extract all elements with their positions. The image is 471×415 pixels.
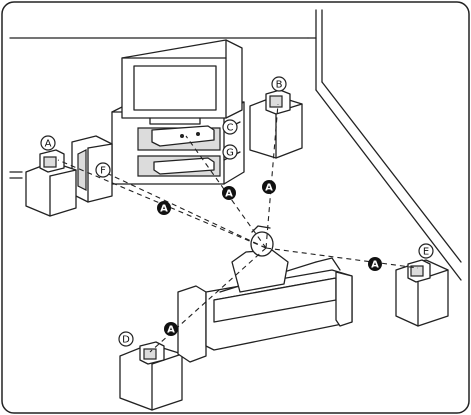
svg-text:D: D [122,335,130,346]
listener [231,225,289,293]
rear-right-speaker [395,259,449,327]
distance-marker-a-3: A [262,180,276,194]
svg-text:B: B [276,80,283,91]
front-left-speaker [25,149,77,217]
speaker-label-f: F [95,162,111,178]
svg-text:C: C [227,123,234,134]
speaker-label-g: G [222,144,238,160]
svg-text:A: A [160,204,168,215]
center-speaker [151,125,215,147]
svg-text:G: G [226,148,234,159]
svg-text:A: A [45,139,52,150]
speaker-label-b: B [271,76,287,92]
distance-marker-a-4: A [368,257,382,271]
distance-marker-a-5: A [164,322,178,336]
distance-marker-a-2: A [222,186,236,200]
speaker-label-c: C [222,119,238,135]
svg-text:A: A [225,189,233,200]
speaker-label-e: E [418,243,434,259]
svg-text:A: A [167,325,175,336]
distance-marker-a-1: A [157,201,171,215]
rear-left-speaker [119,341,183,411]
room-walls [9,9,462,281]
receiver-unit [153,157,215,175]
speaker-label-a: A [40,135,56,151]
speaker-label-d: D [118,331,134,347]
svg-text:A: A [371,260,379,271]
television [121,39,243,125]
svg-text:F: F [100,166,106,177]
svg-text:A: A [265,183,273,194]
svg-text:E: E [423,247,429,258]
